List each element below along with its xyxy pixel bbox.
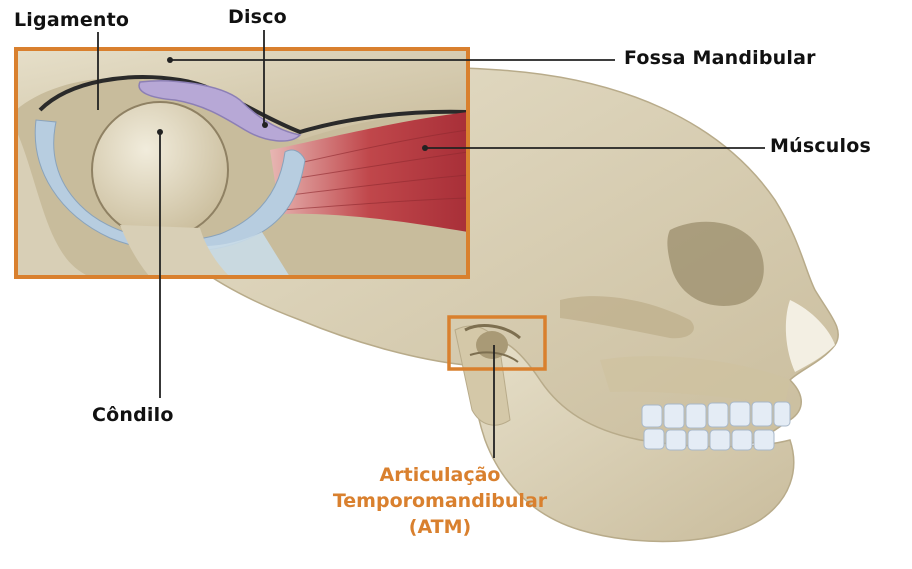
label-atm: Articulação Temporomandibular (ATM) <box>240 462 640 540</box>
label-fossa-mandibular: Fossa Mandibular <box>624 47 816 69</box>
label-atm-line3: (ATM) <box>240 514 640 540</box>
label-atm-line2: Temporomandibular <box>240 488 640 514</box>
teeth <box>642 402 790 450</box>
label-atm-line1: Articulação <box>240 462 640 488</box>
inset-magnified-view <box>16 49 468 277</box>
label-condilo: Côndilo <box>92 404 174 426</box>
label-disco: Disco <box>228 6 287 28</box>
label-musculos: Músculos <box>770 135 871 157</box>
label-ligamento: Ligamento <box>14 9 129 31</box>
